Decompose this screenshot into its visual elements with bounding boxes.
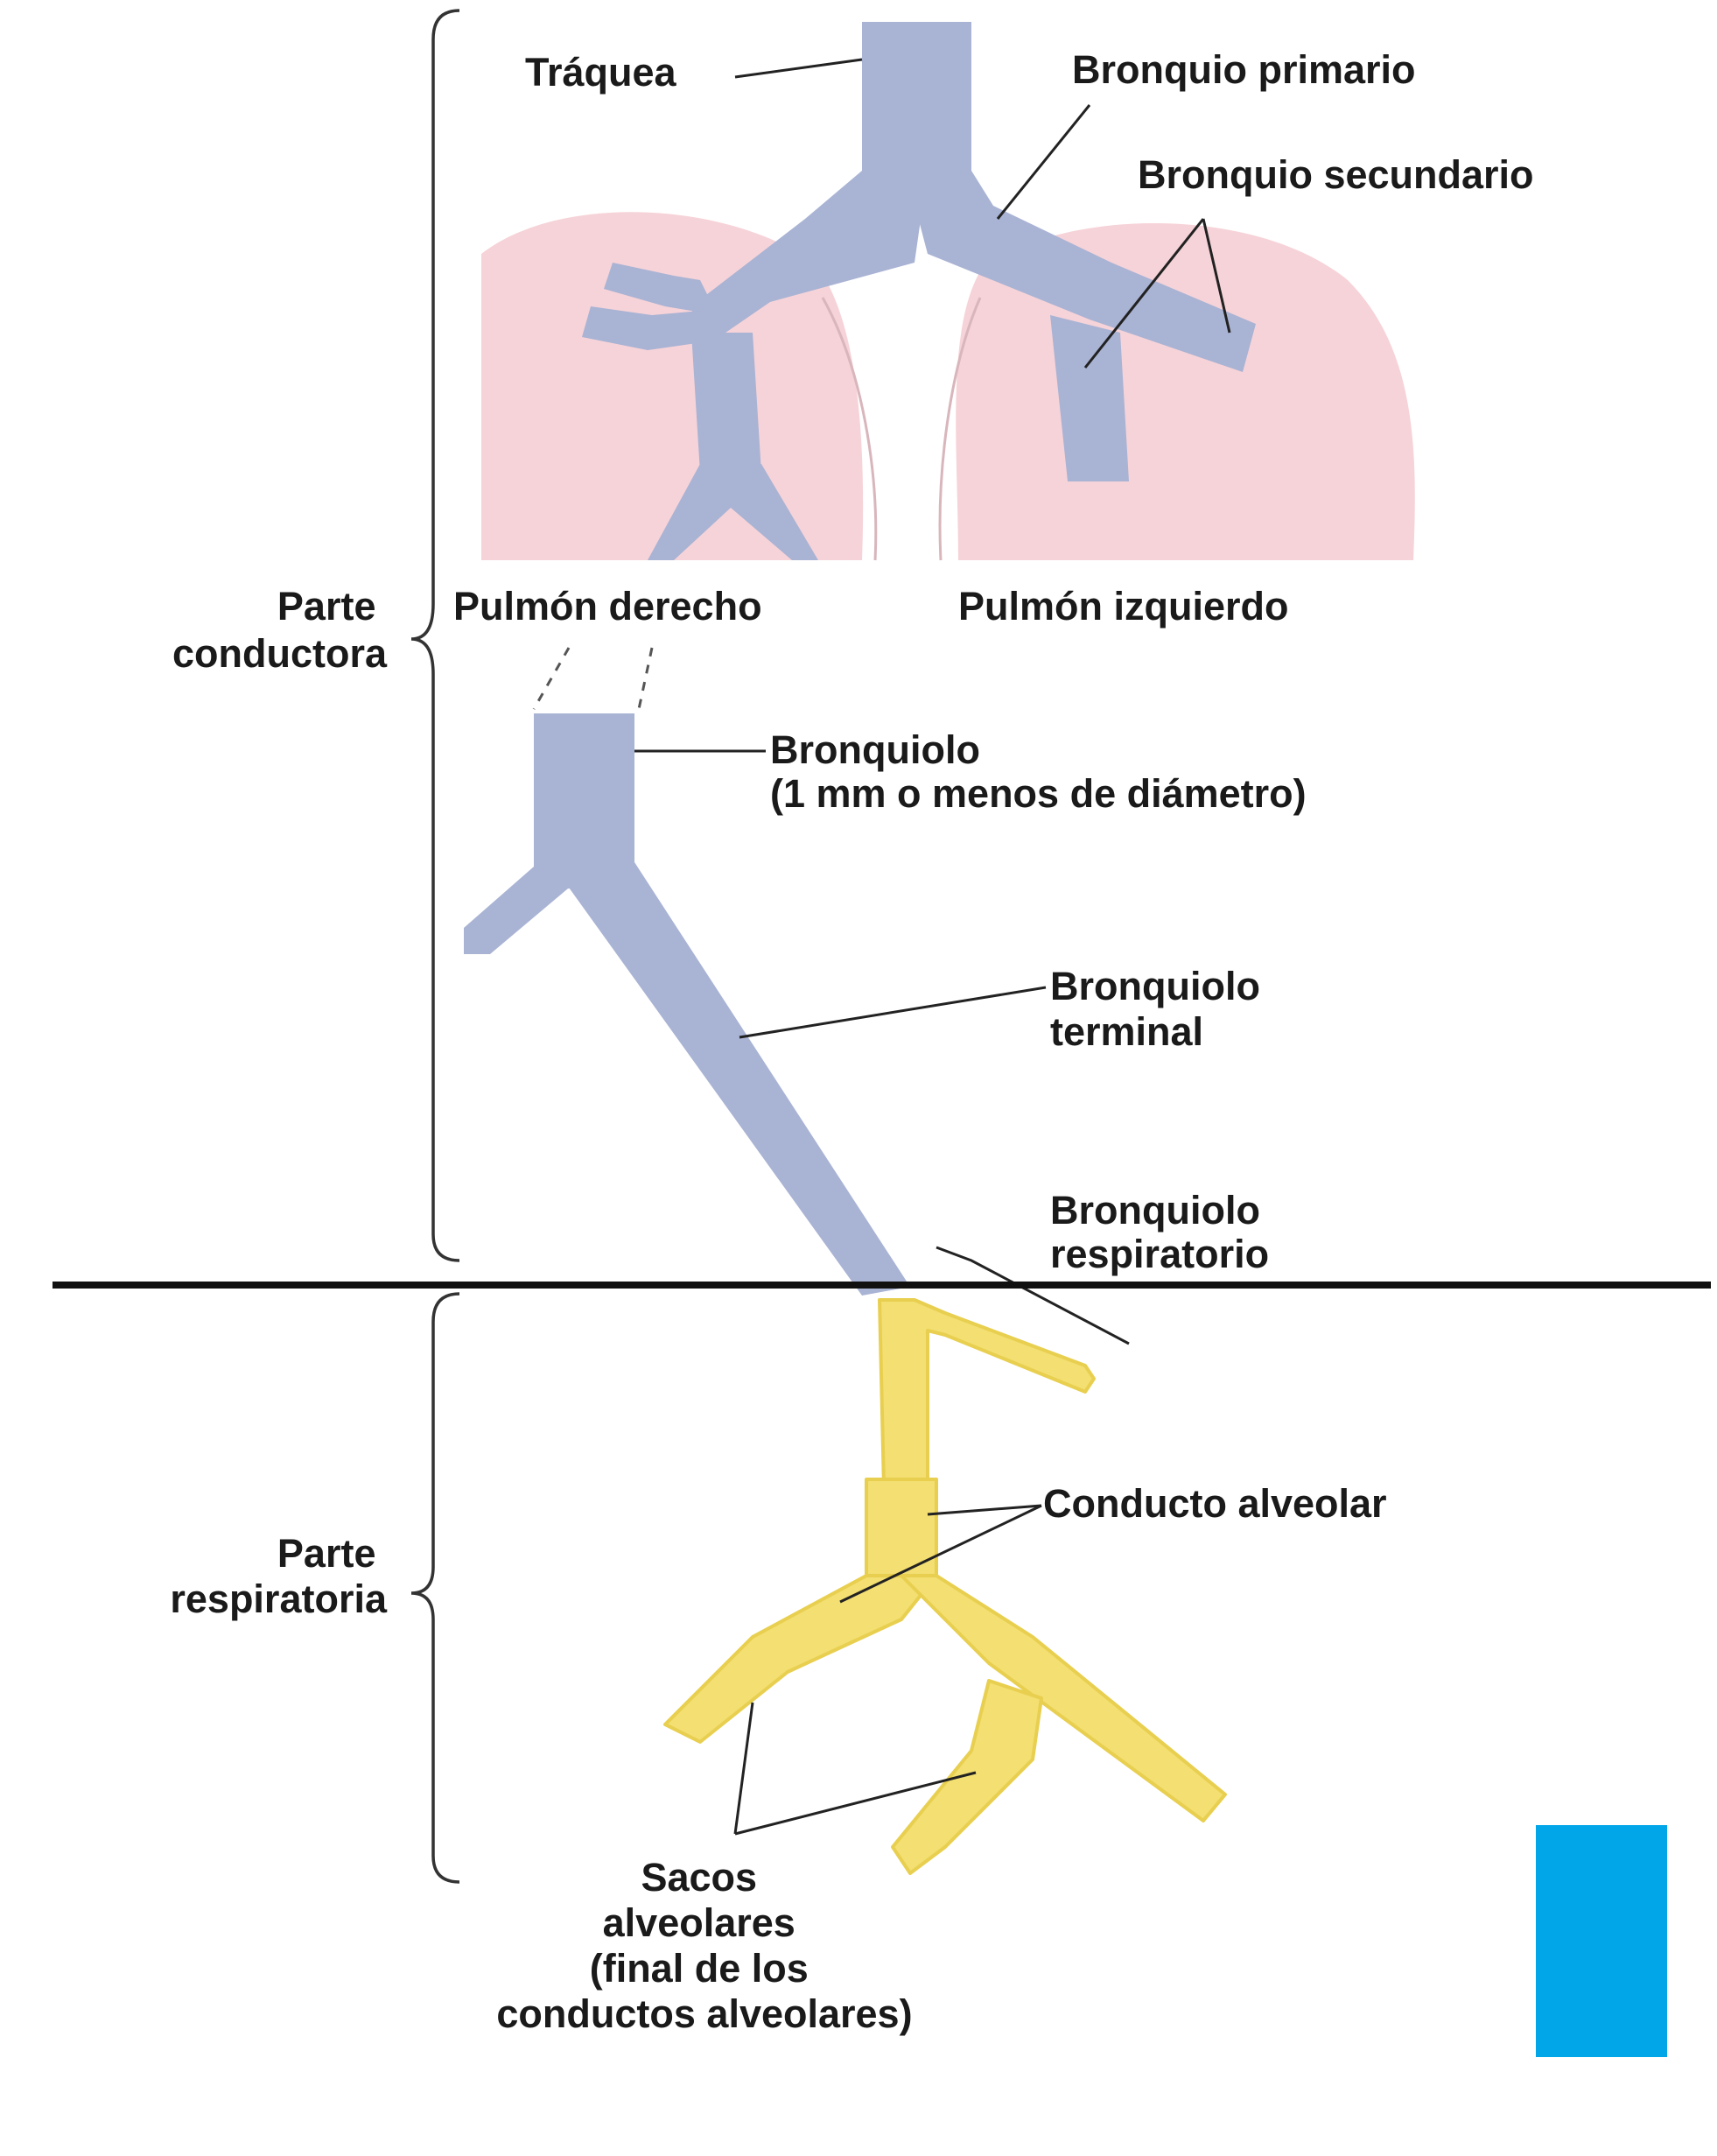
alveolar-duct-right-branch	[900, 1574, 1227, 1822]
left-secondary-bronchus	[1050, 315, 1129, 481]
right-upper-lobe-branch-2	[582, 306, 709, 350]
bronchiole	[464, 713, 910, 1296]
brace-conductora	[410, 9, 460, 1262]
label-bronquiolo: Bronquiolo (1 mm o menos de diámetro)	[770, 727, 1307, 816]
right-lower-fork	[648, 464, 818, 560]
label-sacos-alveolares: Sacos alveolares (final de los conductos…	[496, 1855, 912, 2036]
label-bronquiolo-respiratorio: Bronquiolo respiratorio	[1050, 1188, 1271, 1276]
label-traquea: Tráquea	[525, 50, 677, 95]
label-parte-respiratoria: Parte respiratoria	[170, 1531, 388, 1621]
label-parte-conductora: Parte conductora	[172, 584, 388, 676]
brace-respiratoria	[410, 1292, 460, 1884]
respiratory-bronchiole	[878, 1298, 1096, 1490]
label-pulmon-derecho: Pulmón derecho	[453, 584, 762, 629]
terminal-bronchiole	[560, 862, 910, 1296]
label-conducto-alveolar: Conducto alveolar	[1043, 1481, 1387, 1526]
right-primary-bronchus	[691, 171, 928, 350]
lungs	[481, 212, 1415, 561]
bronchial-tree	[582, 22, 1256, 560]
alveolar-duct-upper	[865, 1478, 938, 1586]
right-lower-branch	[691, 333, 761, 473]
alveolar-duct-left-branch	[663, 1574, 938, 1744]
right-upper-lobe-branch	[604, 263, 718, 315]
trachea	[862, 22, 971, 171]
bronchiole-segment	[534, 713, 634, 893]
label-bronquiolo-terminal: Bronquiolo terminal	[1050, 964, 1271, 1054]
label-bronquio-primario: Bronquio primario	[1072, 47, 1416, 92]
label-pulmon-izquierdo: Pulmón izquierdo	[958, 584, 1289, 629]
bronchiole-side-branch	[464, 867, 573, 954]
alveolar-sac-lower	[891, 1679, 1043, 1875]
left-primary-bronchus	[906, 171, 1256, 372]
label-bronquio-secundario: Bronquio secundario	[1138, 152, 1534, 197]
respiratory-zone	[663, 1298, 1227, 1875]
corner-marker	[1536, 1825, 1667, 2057]
